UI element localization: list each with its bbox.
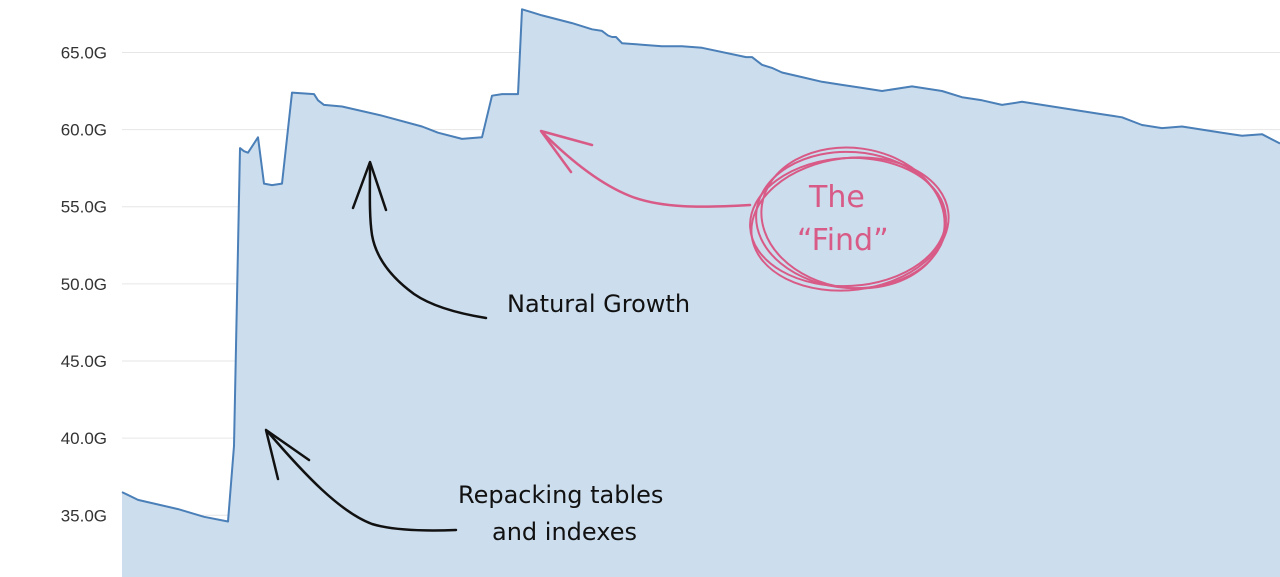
annotation-the-find: The “Find” <box>539 129 950 292</box>
series-area-fill <box>122 9 1280 577</box>
y-tick-label: 60.0G <box>61 121 107 140</box>
y-tick-label: 55.0G <box>61 198 107 217</box>
repacking-arrowhead <box>264 428 311 481</box>
repacking-arrow <box>266 430 458 532</box>
y-axis-ticks: 35.0G 40.0G 45.0G 50.0G 55.0G 60.0G 65.0G <box>61 43 107 525</box>
find-scribble-circle <box>749 146 950 292</box>
y-tick-label: 35.0G <box>61 506 107 525</box>
y-tick-label: 45.0G <box>61 352 107 371</box>
natural-growth-label: Natural Growth <box>507 290 690 318</box>
y-tick-label: 50.0G <box>61 275 107 294</box>
annotation-repacking: Repacking tables and indexes <box>264 428 663 546</box>
y-tick-label: 40.0G <box>61 429 107 448</box>
find-label-line1: The <box>808 180 865 215</box>
y-tick-label: 65.0G <box>61 43 107 62</box>
repacking-label-line1: Repacking tables <box>458 481 663 509</box>
annotation-natural-growth: Natural Growth <box>351 160 690 320</box>
natural-growth-arrowhead <box>351 160 388 212</box>
series-area <box>121 8 1280 577</box>
find-arrowhead <box>539 129 594 174</box>
find-arrow <box>540 130 752 208</box>
find-label-line2: “Find” <box>797 223 889 258</box>
series-line <box>121 8 1280 523</box>
repacking-label-line2: and indexes <box>492 518 637 546</box>
natural-growth-arrow <box>368 161 488 320</box>
